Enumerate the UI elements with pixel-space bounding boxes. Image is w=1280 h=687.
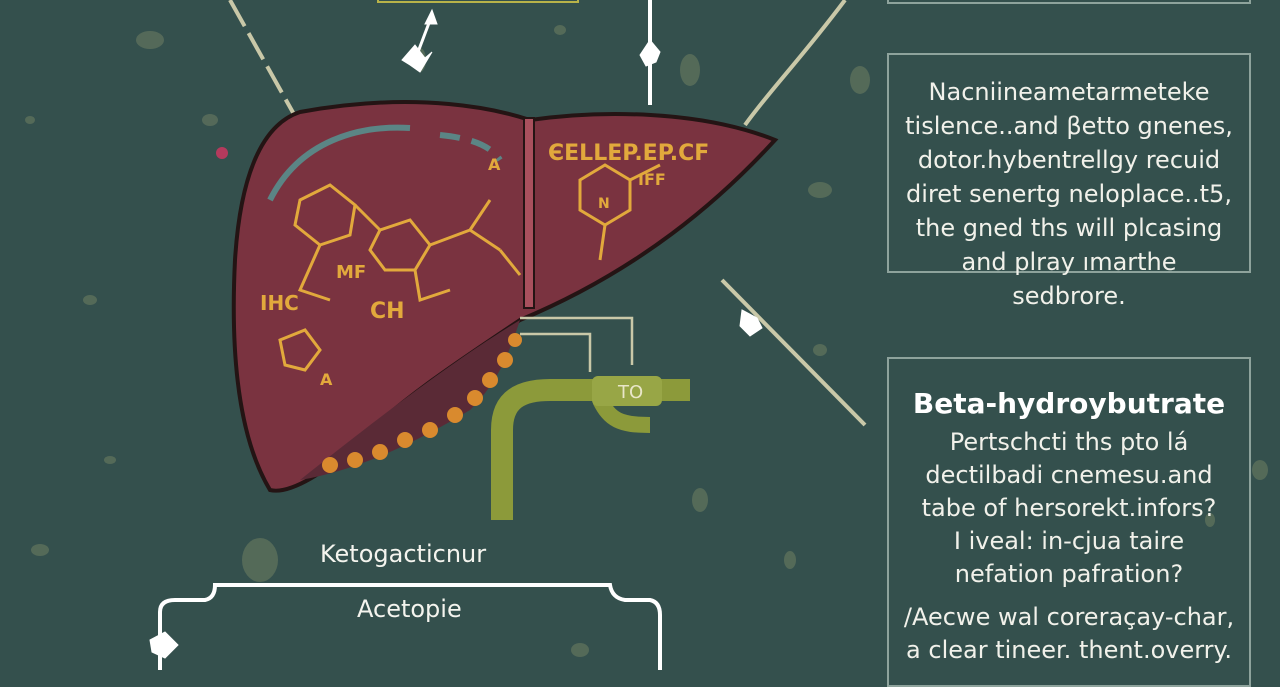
panel-line: and plray ımarthe: [961, 248, 1177, 276]
panel-line: the gned ths will plcasing: [915, 214, 1223, 242]
background-speckles: [25, 25, 1268, 657]
liver: ЄELLEP.EP.CF IFF A MF CH IHC A N: [231, 100, 779, 493]
panel-line: diret senertg neloplace..t5,: [906, 180, 1232, 208]
panel-line: I iveal: in-cjua taire: [953, 527, 1185, 555]
bile-duct: TO: [491, 316, 690, 520]
panel-title: Beta-hydroybutrate: [912, 387, 1226, 420]
panel-line: Nacniineametarmeteke: [928, 78, 1210, 106]
gallbladder-lobules: [322, 333, 522, 473]
liver-label: A: [320, 370, 333, 389]
liver-label: N: [598, 196, 610, 212]
liver-label: ЄELLEP.EP.CF: [548, 141, 709, 166]
panel-line: tislence..and βetto gnenes,: [905, 112, 1233, 140]
panel-line: dotor.hybentrellgy recuid: [917, 146, 1221, 174]
ketogenesis-label: Ketogacticnur: [320, 540, 487, 568]
beta-hydroxybutyrate-panel: Beta-hydroybutrate Pertschcti ths pto lá…: [887, 357, 1251, 687]
arrow-icons: [149, 8, 763, 659]
panel-line: a clear tineer. thent.overry.: [906, 636, 1232, 664]
liver-label: IHC: [260, 291, 299, 315]
liver-label: MF: [336, 262, 366, 283]
molecule-structures: [278, 163, 661, 372]
panel-line: nefation pafration?: [954, 560, 1184, 588]
top-panel-edge: [887, 0, 1251, 4]
panel-line: tabe of hersorekt.infors?: [921, 494, 1217, 522]
liver-label: CH: [370, 299, 405, 324]
panel-line: sedbrore.: [1012, 282, 1126, 310]
liver-label: IFF: [638, 170, 666, 189]
liver-ligament: [523, 117, 535, 309]
duct-label: TO: [617, 382, 643, 403]
panel-line: dectilbadi cnemesu.and: [925, 461, 1213, 489]
panel-line: Pertschcti ths pto lá: [949, 428, 1189, 456]
top-label-box: [377, 0, 579, 3]
panel-line: /Aecwe wal coreraçay-char,: [903, 603, 1235, 631]
liver-diagram-illustration: ЄELLEP.EP.CF IFF A MF CH IHC A N TO: [25, 0, 1268, 670]
acetone-label: Acetopie: [357, 595, 462, 623]
liver-label: A: [488, 155, 501, 174]
marker-dot: [216, 147, 228, 159]
bottom-bracket: [158, 583, 662, 670]
description-panel: Nacniineametarmeteke tislence..and βetto…: [887, 53, 1251, 310]
